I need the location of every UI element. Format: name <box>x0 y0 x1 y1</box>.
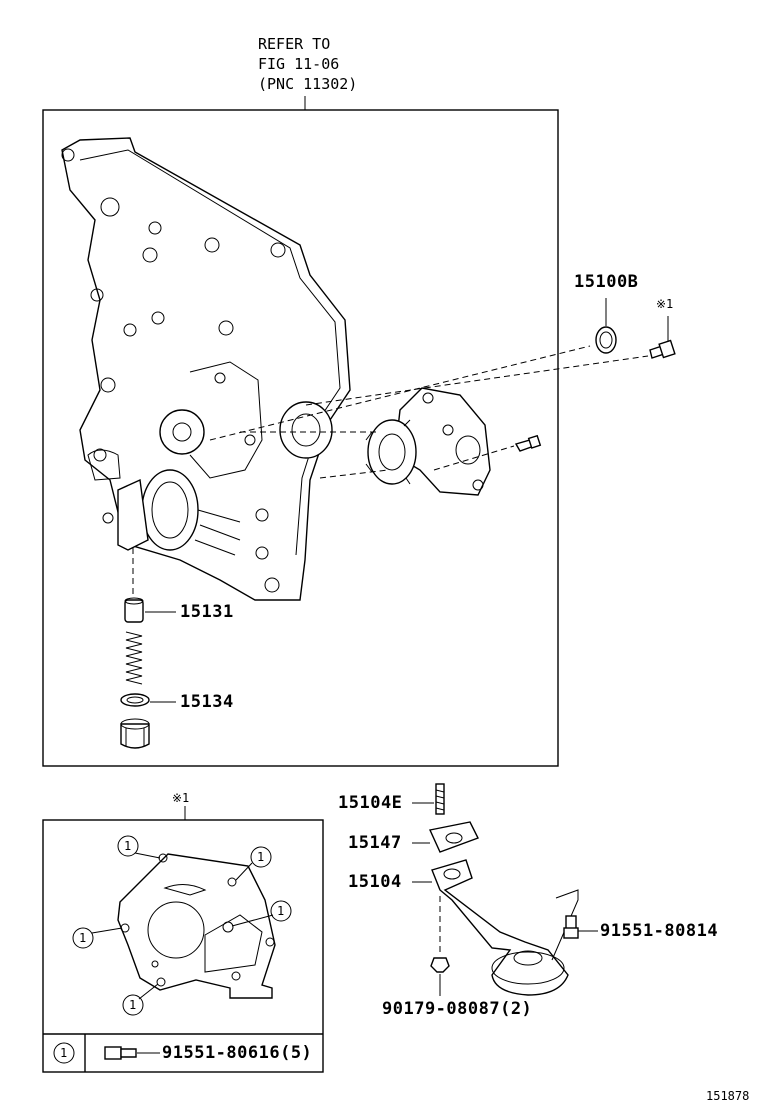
dash-plate-bolt-line <box>433 445 515 471</box>
inset-callout-number: 1 <box>257 850 265 864</box>
diagram-id: 151878 <box>706 1089 750 1103</box>
plate-bolt-drawing <box>514 434 542 452</box>
part-label-15100B[interactable]: 15100B <box>574 272 639 292</box>
bolt-91551-80814-drawing <box>563 915 598 939</box>
inset-callout-number: 1 <box>129 998 137 1012</box>
relief-valve-15131-drawing <box>124 597 176 623</box>
refer-line-1: REFER TO <box>258 35 331 53</box>
inset-callout-circle <box>122 994 144 1016</box>
stud-15104E-drawing <box>412 783 445 815</box>
refer-line-3: (PNC 11302) <box>258 75 358 93</box>
bolt-note1-drawing <box>649 316 676 359</box>
main-assembly-frame <box>42 109 559 767</box>
inset-callout-circle <box>117 835 139 857</box>
part-label-15104[interactable]: 15104 <box>348 872 402 892</box>
note-mark-inset: ※1 <box>172 791 190 805</box>
inset-legend-number: 1 <box>60 1046 68 1060</box>
inset-frame <box>42 819 324 1073</box>
part-label-15104E[interactable]: 15104E <box>338 793 403 813</box>
part-label-91551-80616[interactable]: 91551-80616(5) <box>162 1043 313 1063</box>
dash-gear-line <box>319 469 389 479</box>
o-ring-15100B-drawing <box>595 326 617 354</box>
gasket-15134-drawing <box>120 693 176 707</box>
relief-plug-drawing <box>120 718 150 749</box>
part-label-15147[interactable]: 15147 <box>348 833 402 853</box>
inset-legend-circle <box>53 1042 75 1064</box>
strainer-15104-drawing <box>412 859 579 996</box>
refer-line-2: FIG 11-06 <box>258 55 340 73</box>
nut-90179-drawing <box>430 957 450 996</box>
relief-spring-drawing <box>125 631 143 685</box>
gasket-15147-drawing <box>412 821 479 853</box>
inset-callout-circle <box>270 900 292 922</box>
inset-callout-circle <box>250 846 272 868</box>
inset-pump-body-drawing <box>117 853 276 999</box>
inset-callout-number: 1 <box>79 931 87 945</box>
dash-oring-line <box>209 345 591 441</box>
inset-callout-number: 1 <box>124 839 132 853</box>
part-label-15134[interactable]: 15134 <box>180 692 234 712</box>
refer-note: REFER TO FIG 11-06 (PNC 11302) <box>258 34 357 94</box>
note-mark-top: ※1 <box>656 297 674 311</box>
timing-cover-drawing <box>61 137 351 601</box>
inset-callout-circle <box>72 927 94 949</box>
oil-pump-plate-drawing <box>365 387 491 496</box>
part-label-90179-08087[interactable]: 90179-08087(2) <box>382 999 533 1019</box>
inset-callout-number: 1 <box>277 904 285 918</box>
dash-bolt-line <box>305 355 649 406</box>
part-label-91551-80814[interactable]: 91551-80814 <box>600 921 719 941</box>
part-label-15131[interactable]: 15131 <box>180 602 234 622</box>
inset-bolt-drawing <box>104 1046 160 1060</box>
